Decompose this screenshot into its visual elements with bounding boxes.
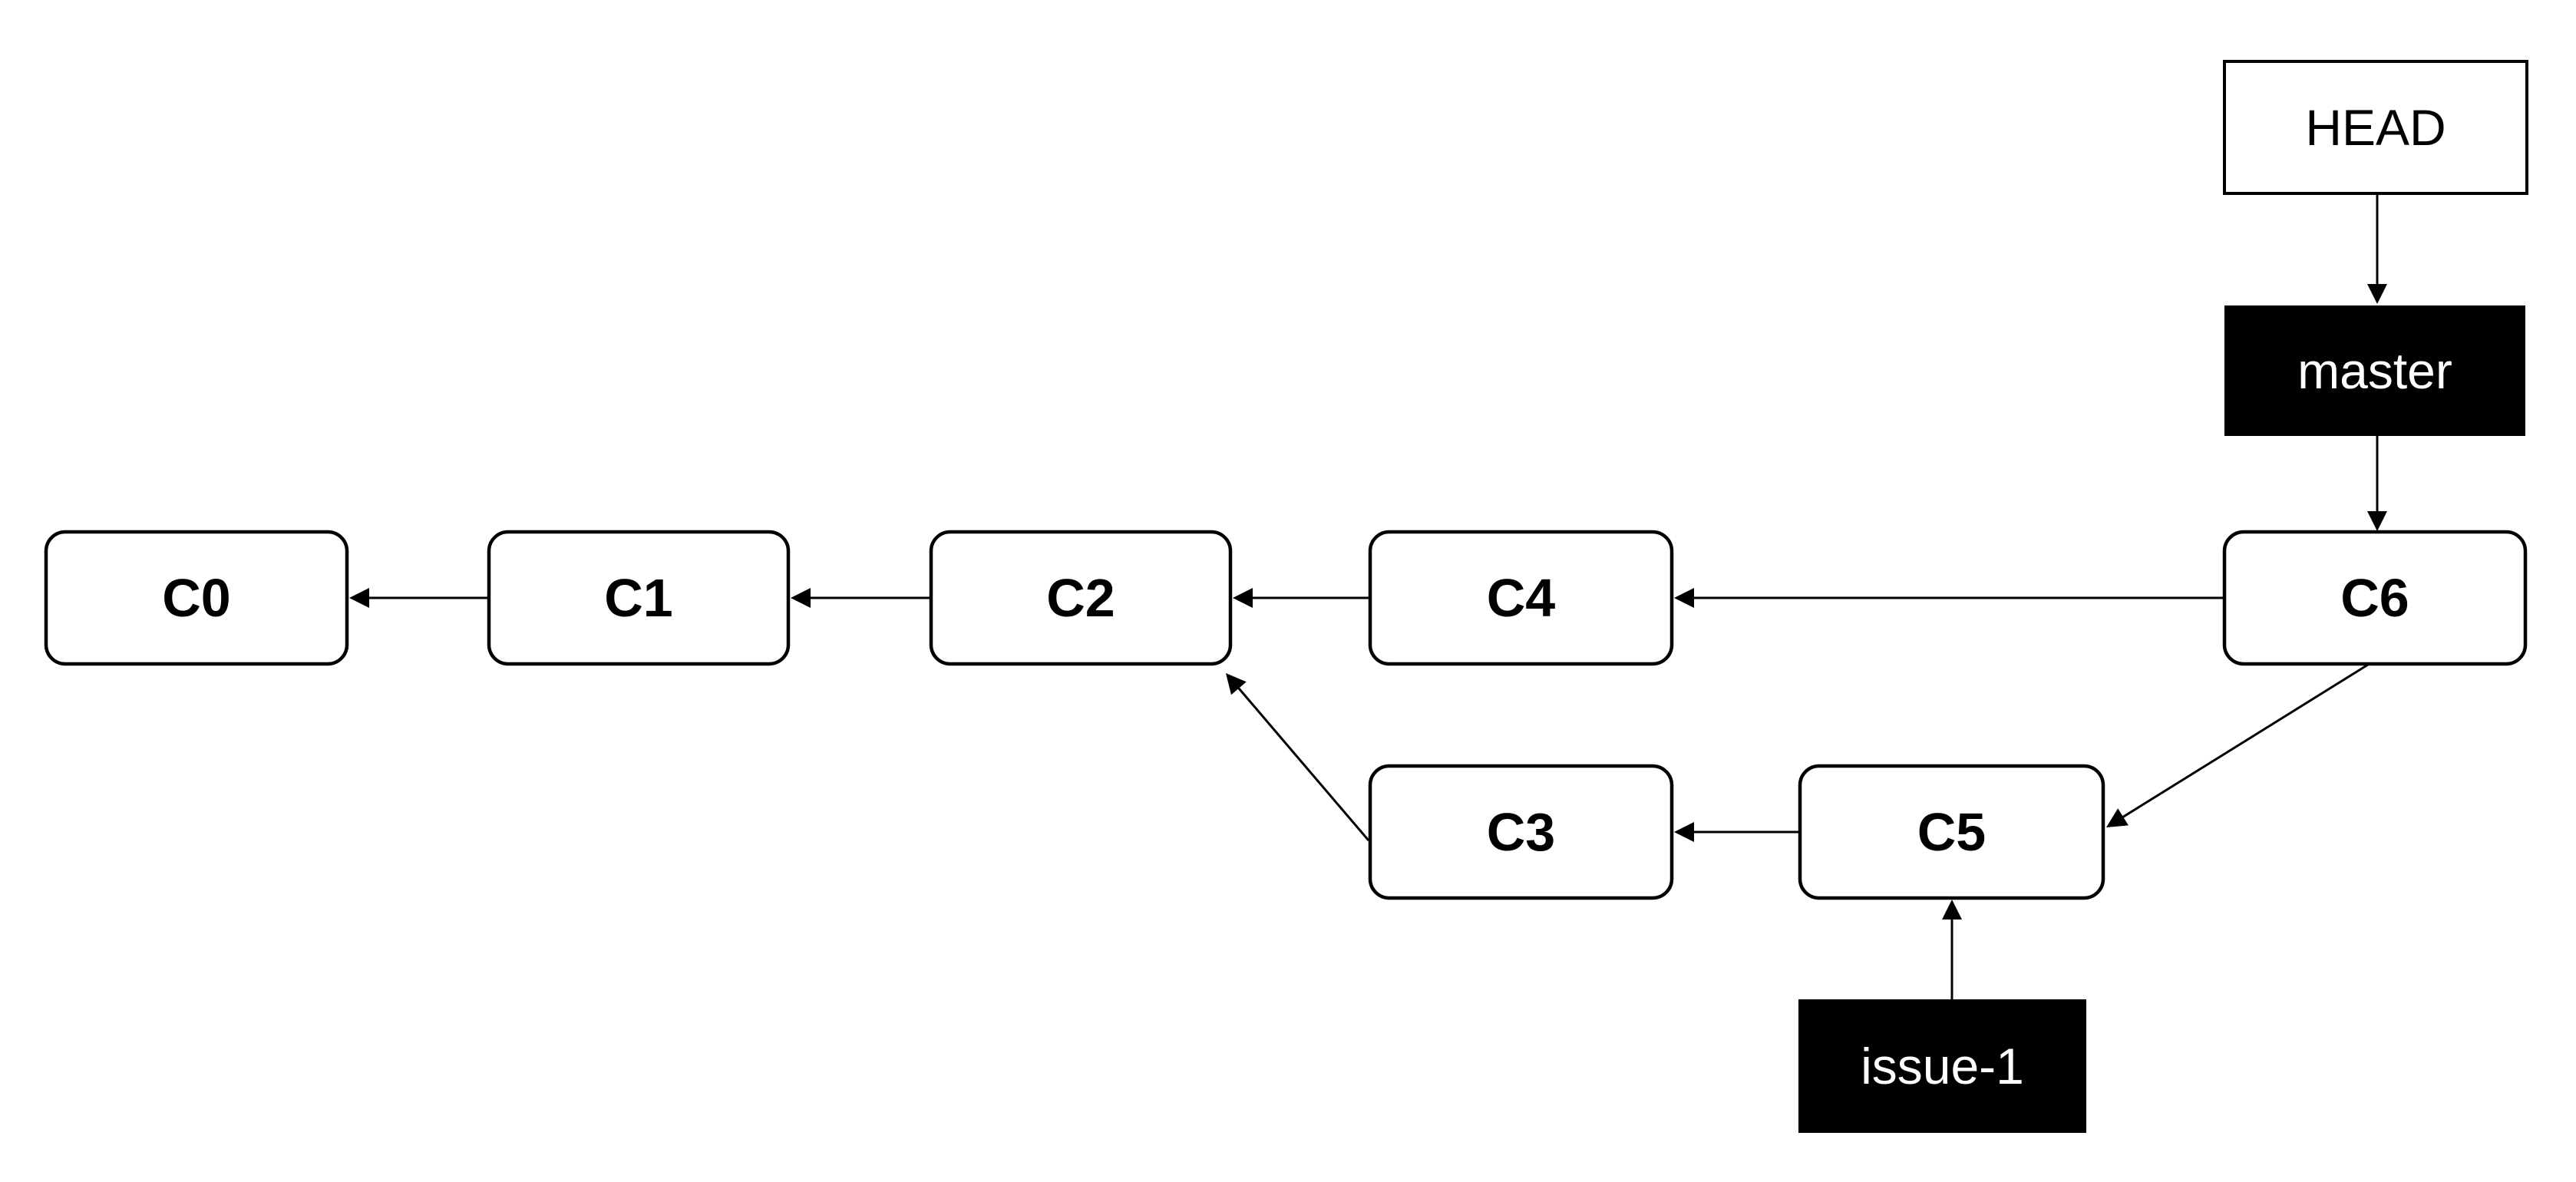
edge-c3-to-c2 [1237, 686, 1370, 841]
arrowhead-c4-to-c2 [1233, 588, 1253, 608]
commit-node-c3-box [1368, 764, 1674, 900]
arrowhead-c6-to-c5 [2106, 808, 2129, 827]
commit-node-c3-label: C3 [1487, 802, 1555, 862]
commit-node-c1: C1 [487, 530, 791, 666]
arrowhead-master-to-c6 [2367, 511, 2387, 531]
commit-node-c2-label: C2 [1046, 568, 1115, 628]
arrowhead-c1-to-c0 [349, 588, 369, 608]
edge-c6-to-c5 [2121, 663, 2369, 819]
arrowhead-issue-1-to-c5 [1942, 900, 1962, 920]
head-pointer-node-label: HEAD [2305, 99, 2446, 156]
commit-node-c6-label: C6 [2340, 568, 2409, 628]
commit-node-c5-label: C5 [1917, 802, 1986, 862]
commit-node-c6: C6 [2222, 530, 2528, 666]
branch-label-node-master: master [2224, 305, 2525, 436]
head-pointer-node-box [2223, 60, 2528, 195]
arrowhead-c2-to-c1 [791, 588, 811, 608]
branch-label-node-master-label: master [2297, 342, 2452, 399]
branch-label-node-master-box [2224, 305, 2525, 436]
arrowhead-head-to-master [2367, 284, 2387, 304]
arrowhead-c6-to-c4 [1674, 588, 1694, 608]
commit-node-c4: C4 [1368, 530, 1674, 666]
arrowhead-c5-to-c3 [1674, 822, 1694, 842]
commit-node-c3: C3 [1368, 764, 1674, 900]
commit-node-c1-label: C1 [604, 568, 672, 628]
commit-node-c0: C0 [44, 530, 349, 666]
commit-node-c5: C5 [1798, 764, 2105, 900]
branch-label-node-issue-1-box [1798, 999, 2086, 1133]
commit-node-c4-label: C4 [1487, 568, 1556, 628]
commit-node-c2: C2 [929, 530, 1233, 666]
arrowhead-c3-to-c2 [1226, 673, 1247, 695]
branch-label-node-issue-1-label: issue-1 [1861, 1038, 2024, 1095]
head-pointer-node: HEAD [2223, 60, 2528, 195]
commit-node-c0-label: C0 [162, 568, 230, 628]
branch-label-node-issue-1: issue-1 [1798, 999, 2086, 1133]
commit-node-c0-box [44, 530, 349, 666]
